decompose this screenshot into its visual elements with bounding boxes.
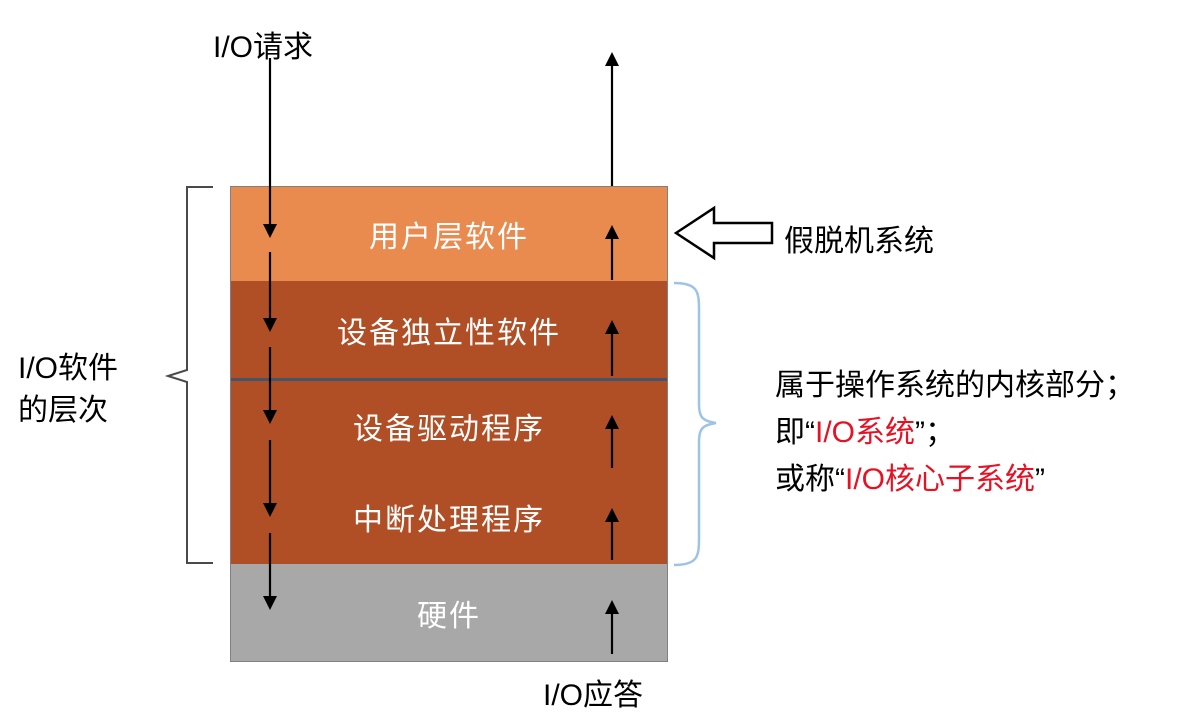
spooling-system-label: 假脱机系统 [784, 225, 934, 258]
up-arrow-head-exit [605, 52, 619, 66]
layer-interrupt-handler-label: 中断处理程序 [353, 504, 545, 537]
kernel-note-line3: 或称“I/O核心子系统” [775, 456, 1135, 503]
layer-device-driver: 设备驱动程序 [231, 378, 667, 470]
layer-stack: 用户层软件 设备独立性软件 设备驱动程序 中断处理程序 硬件 [230, 186, 668, 662]
kernel-note-line2-suffix: ”； [915, 416, 956, 449]
kernel-note-line3-red: I/O核心子系统 [845, 463, 1036, 496]
kernel-note-line2: 即“I/O系统”； [775, 409, 1135, 456]
layer-device-driver-label: 设备驱动程序 [353, 412, 545, 446]
left-brace [164, 186, 213, 564]
io-response-label: I/O应答 [543, 679, 644, 712]
layer-user-software: 用户层软件 [231, 187, 667, 281]
layer-device-independent-software-label: 设备独立性软件 [337, 316, 561, 350]
layer-user-software-label: 用户层软件 [369, 221, 529, 254]
io-software-layers-label-line1: I/O软件 [18, 352, 119, 385]
kernel-note-line3-prefix: 或称“ [775, 463, 845, 496]
io-software-layers-label-line2: 的层次 [18, 394, 108, 427]
kernel-note-line2-prefix: 即“ [775, 416, 815, 449]
layer-hardware: 硬件 [231, 564, 667, 661]
io-request-label: I/O请求 [213, 31, 314, 64]
right-brace [673, 281, 717, 567]
layer-hardware-label: 硬件 [417, 599, 481, 633]
io-software-layers-label: I/O软件 的层次 [18, 348, 118, 432]
kernel-note-line3-suffix: ” [1035, 463, 1046, 496]
kernel-note-line1: 属于操作系统的内核部分； [775, 369, 1135, 402]
kernel-note-line2-red: I/O系统 [815, 416, 916, 449]
kernel-note: 属于操作系统的内核部分； 即“I/O系统”； 或称“I/O核心子系统” [775, 362, 1135, 503]
layer-interrupt-handler: 中断处理程序 [231, 470, 667, 564]
layer-device-independent-software: 设备独立性软件 [231, 281, 667, 378]
hollow-left-arrow [673, 205, 774, 261]
